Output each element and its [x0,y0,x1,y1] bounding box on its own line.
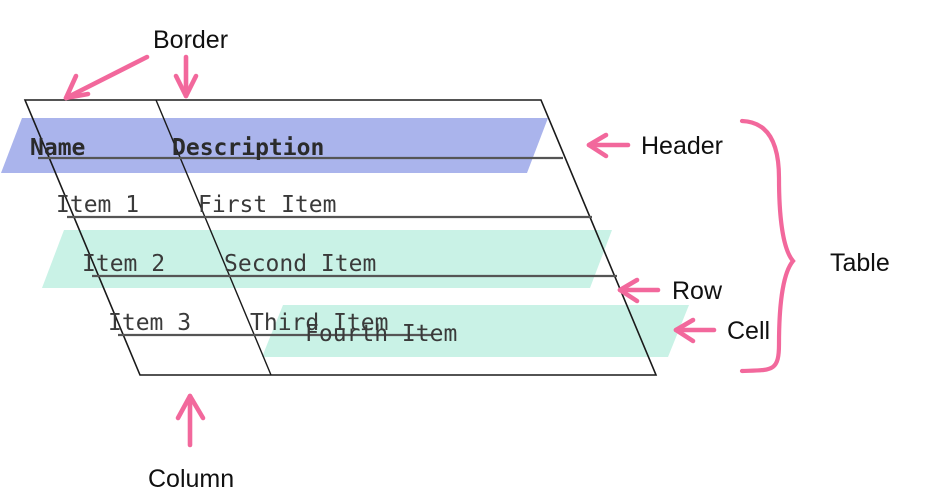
table-border-path [23,99,658,376]
table-text: Name Description Item 1 First Item Item … [30,135,457,347]
row-highlight-band [42,230,612,288]
header-arrow [586,132,631,159]
border-arrow-vertical [173,54,199,99]
annotation-header: Header [586,132,723,160]
border-arrow-diagonal [63,54,150,101]
cell-label: Cell [727,317,770,345]
table-outline [23,99,658,376]
row-1-cell-name: Item 1 [56,192,139,218]
annotation-table: Table [739,118,890,374]
table-brace [739,118,796,374]
border-label: Border [153,26,228,54]
column-arrow [175,393,206,448]
column-divider-line [155,99,272,376]
row-separator-rules [38,156,617,337]
annotation-border: Border [63,26,228,101]
row-arrow [617,277,661,304]
row-3-cell-name: Item 3 [108,310,191,336]
row-1-cell-description: First Item [198,192,336,218]
row-3-cell-description: Third Item [250,310,388,336]
annotation-cell: Cell [673,317,770,345]
header-label: Header [641,132,723,160]
cell-arrow [673,317,717,344]
row-2-cell-description: Second Item [224,251,376,277]
row-2-cell-name: Item 2 [82,251,165,277]
column-label: Column [148,465,234,493]
header-highlight-band [1,118,548,173]
header-cell-name: Name [30,135,85,161]
floating-cell-text: Fourth Item [305,321,457,347]
cell-highlight-band [262,305,689,357]
annotation-column: Column [148,393,234,493]
table-label: Table [830,249,890,277]
row-label: Row [672,277,723,305]
annotation-row: Row [617,277,723,305]
highlight-bands [1,118,689,357]
header-cell-description: Description [172,135,324,161]
